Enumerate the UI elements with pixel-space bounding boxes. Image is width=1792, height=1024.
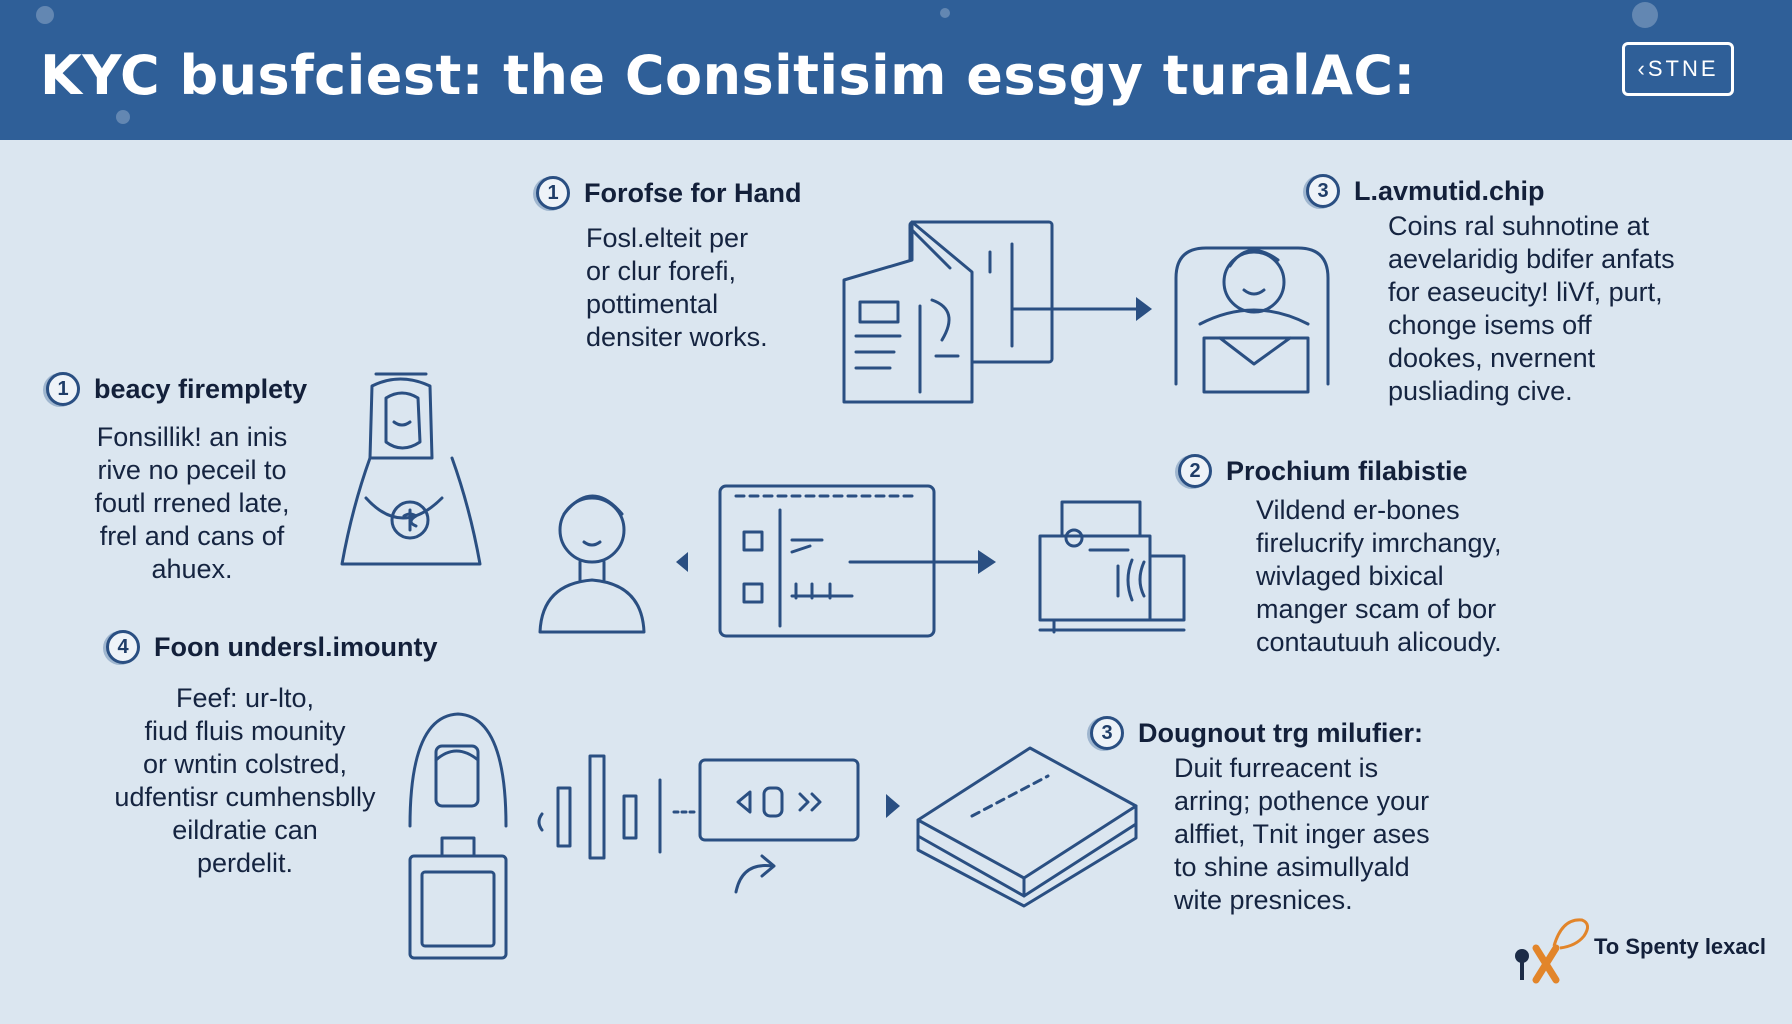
description-line: firelucrify imrchangy,	[1256, 528, 1502, 558]
description-line: Fonsillik! an inis	[96, 422, 288, 452]
brand-logo: To Spenty lexacl	[1508, 910, 1766, 984]
brand-text: To Spenty lexacl	[1594, 934, 1766, 959]
documents-illustration	[842, 220, 1152, 404]
step-description: Coins ral suhnotine at aevelaridig bdife…	[1388, 210, 1675, 408]
media-player-illustration	[537, 754, 900, 894]
step-heading-lavmutid: 3 L.avmutid.chip	[1306, 174, 1545, 208]
step-number-badge: 1	[46, 372, 80, 406]
description-line: foutl rrened late,	[94, 488, 290, 518]
decor-dot	[1632, 2, 1658, 28]
step-heading-prochium: 2 Prochium filabistie	[1178, 454, 1468, 488]
step-title: beacy firemplety	[94, 373, 308, 404]
step-heading-forofse: 1 Forofse for Hand	[536, 176, 802, 210]
description-line: pusliading cive.	[1388, 376, 1573, 406]
page-title: KYC busfciest: the Consitisim essgy tura…	[40, 44, 1416, 107]
description-line: Coins ral suhnotine at	[1388, 211, 1650, 241]
description-line: Fosl.elteit per	[586, 223, 749, 253]
description-line: manger scam of bor	[1256, 594, 1497, 624]
step-description: Duit furreacent is arring; pothence your…	[1174, 752, 1430, 917]
description-line: perdelit.	[196, 848, 294, 878]
decor-dot	[940, 8, 950, 18]
step-description: Feef: ur-lto, fiud fluis mounity or wnti…	[92, 682, 398, 880]
stacked-cards-illustration	[916, 746, 1138, 908]
step-heading-dougnout: 3 Dougnout trg milufier:	[1090, 716, 1423, 750]
description-line: wivlaged bixical	[1256, 561, 1444, 591]
description-line: for easeucity! liVf, purt,	[1388, 277, 1663, 307]
header-badge: ‹STNE	[1622, 42, 1734, 96]
person-at-desk-illustration	[1174, 246, 1330, 394]
description-line: arring; pothence your	[1174, 786, 1430, 816]
description-line: frel and cans of	[99, 521, 285, 551]
step-title: Foon undersl.imounty	[154, 631, 438, 662]
decor-dot	[116, 110, 130, 124]
step-heading-foon: 4 Foon undersl.imounty	[106, 630, 438, 664]
step-description: Fosl.elteit per or clur forefi, pottimen…	[586, 222, 768, 354]
description-line: Feef: ur-lto,	[175, 683, 315, 713]
description-line: wite presnices.	[1174, 885, 1353, 915]
description-line: densiter works.	[586, 322, 768, 352]
description-line: eildratie can	[172, 815, 318, 845]
header-banner: KYC busfciest: the Consitisim essgy tura…	[0, 0, 1792, 140]
description-line: or clur forefi,	[586, 256, 737, 286]
hooded-figure-illustration	[408, 712, 508, 960]
person-bust-illustration	[538, 494, 646, 634]
step-description: Vildend er-bones firelucrify imrchangy, …	[1256, 494, 1502, 659]
step-heading-beacy: 1 beacy firemplety	[46, 372, 307, 406]
step-number-badge: 1	[536, 176, 570, 210]
description-line: udfentisr cumhensblly	[114, 782, 376, 812]
description-line: to shine asimullyald	[1174, 852, 1410, 882]
description-line: Duit furreacent is	[1174, 753, 1379, 783]
description-line: aevelaridig bdifer anfats	[1388, 244, 1675, 274]
woman-with-coin-illustration	[340, 372, 482, 566]
description-line: Vildend er-bones	[1256, 495, 1460, 525]
description-line: rive no peceil to	[97, 455, 287, 485]
description-line: ahuex.	[151, 554, 233, 584]
description-line: or wntin colstred,	[142, 749, 348, 779]
description-line: alffiet, Tnit inger ases	[1174, 819, 1430, 849]
step-number-badge: 3	[1306, 174, 1340, 208]
description-line: chonge isems off	[1388, 310, 1592, 340]
step-title: L.avmutid.chip	[1354, 175, 1545, 206]
step-title: Prochium filabistie	[1226, 455, 1468, 486]
step-number-badge: 2	[1178, 454, 1212, 488]
step-number-badge: 4	[106, 630, 140, 664]
step-number-badge: 3	[1090, 716, 1124, 750]
description-line: pottimental	[586, 289, 719, 319]
description-line: dookes, nvernent	[1388, 343, 1596, 373]
description-line: fiud fluis mounity	[144, 716, 346, 746]
printer-machine-illustration	[1038, 500, 1186, 634]
step-title: Dougnout trg milufier:	[1138, 717, 1423, 748]
form-screen-illustration	[676, 484, 996, 638]
description-line: contautuuh alicoudy.	[1256, 627, 1502, 657]
step-description: Fonsillik! an inis rive no peceil to fou…	[62, 421, 322, 586]
decor-dot	[36, 6, 54, 24]
step-title: Forofse for Hand	[584, 177, 802, 208]
key-x-logo-icon	[1515, 918, 1589, 984]
